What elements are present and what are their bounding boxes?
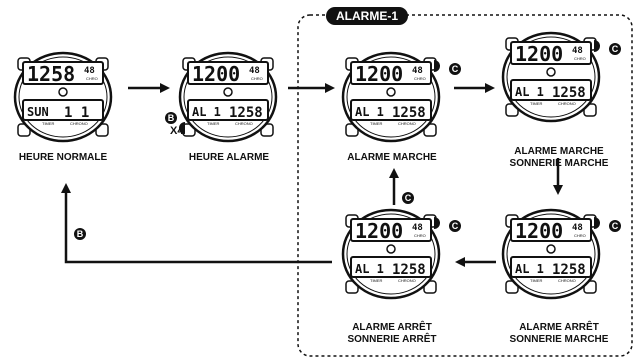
button-c-badge-1: C [449,63,461,75]
watch-body [501,208,601,300]
lcd-sub-left: AL 1 [192,105,221,119]
lcd-sub-left: AL 1 [355,105,384,119]
lcd-seconds: 48 [412,223,423,233]
lcd-main-time: 1258 [27,62,75,86]
caption-alarme-arret-sonnerie-arret: ALARME ARRÊT SONNERIE ARRÊT [347,322,437,345]
label-timer: TIMER [530,101,543,106]
watch-body [341,208,441,300]
caption-alarme-marche-sonnerie-marche: ALARME MARCHE SONNERIE MARCHE [509,146,609,169]
lcd-main-time: 1200 [192,62,240,86]
alarm-group-title: ALARME-1 [326,7,408,25]
lcd-mode-indicator: CHRO [86,76,98,81]
button-c-pressed-icon [434,60,440,72]
watch-body [178,51,278,143]
button-c-badge-5: C [402,192,414,204]
lcd-main-time: 1200 [515,42,563,66]
watch-body [13,51,113,143]
lcd-sub-left: SUN [27,105,49,119]
lcd-main-time: 1200 [355,219,403,243]
lcd-seconds: 48 [412,66,423,76]
button-c-badge-2: C [609,43,621,55]
caption-alarme-marche: ALARME MARCHE [347,152,437,163]
lcd-sub-right: 1258 [392,105,426,121]
label-chrono: CHRONO [558,101,576,106]
lcd-sub-right: 1258 [229,105,263,121]
lcd-mode-indicator: CHRO [574,56,586,61]
label-chrono: CHRONO [398,121,416,126]
caption-heure-alarme: HEURE ALARME [188,152,270,163]
lcd-sub-right: 1 1 [64,105,89,121]
label-timer: TIMER [370,278,383,283]
caption-alarme-arret-sonnerie-marche: ALARME ARRÊT SONNERIE MARCHE [509,322,609,345]
label-timer: TIMER [530,278,543,283]
lcd-mode-indicator: CHRO [251,76,263,81]
lcd-mode-indicator: CHRO [414,233,426,238]
label-chrono: CHRONO [235,121,253,126]
label-chrono: CHRONO [558,278,576,283]
lcd-mode-indicator: CHRO [414,76,426,81]
button-c-badge-3: C [609,220,621,232]
lcd-sub-left: AL 1 [515,262,544,276]
button-c-pressed-icon [594,40,600,52]
lcd-seconds: 48 [572,223,583,233]
label-timer: TIMER [207,121,220,126]
lcd-seconds: 48 [84,66,95,76]
press-count-x4: X4 [170,125,184,137]
button-b-badge-return: B [74,228,86,240]
watch-body [501,31,601,123]
lcd-seconds: 48 [572,46,583,56]
button-b-pressed-icon [179,122,185,134]
lcd-sub-right: 1258 [552,85,586,101]
label-chrono: CHRONO [398,278,416,283]
lcd-mode-indicator: CHRO [574,233,586,238]
lcd-seconds: 48 [249,66,260,76]
alarm-group-border [297,14,633,357]
button-b-badge: B [165,112,177,124]
lcd-sub-left: AL 1 [515,85,544,99]
lcd-main-time: 1200 [355,62,403,86]
button-c-pressed-icon [594,217,600,229]
button-c-pressed-icon [434,217,440,229]
label-timer: TIMER [370,121,383,126]
label-chrono: CHRONO [70,121,88,126]
label-timer: TIMER [42,121,55,126]
watch-body [341,51,441,143]
lcd-main-time: 1200 [515,219,563,243]
lcd-sub-left: AL 1 [355,262,384,276]
button-c-badge-4: C [449,220,461,232]
caption-heure-normale: HEURE NORMALE [18,152,108,163]
lcd-sub-right: 1258 [552,262,586,278]
lcd-sub-right: 1258 [392,262,426,278]
